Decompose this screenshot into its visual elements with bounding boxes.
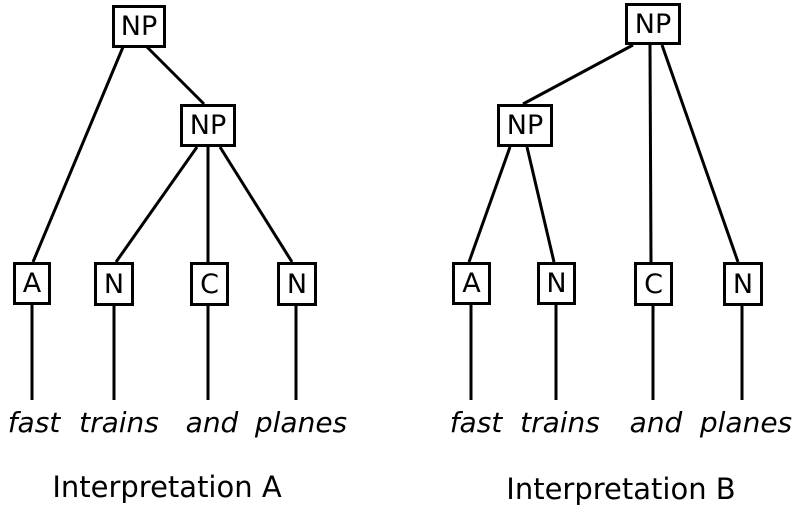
tree-a-leaf-n1-node: N [94,262,134,306]
tree-a-word-fast: fast [7,406,61,439]
tree-b-word-and: and [629,406,683,439]
tree-a-leaf-c-node: C [190,262,229,306]
tree-b-word-fast: fast [449,406,503,439]
edge-a-root-to-inner-np [145,45,206,106]
tree-a-caption: Interpretation A [52,470,282,504]
tree-b-leaf-a-node: A [452,262,491,305]
tree-b-leaf-c-node: C [634,262,673,306]
edge-a-root-to-a [31,46,125,263]
tree-b-leaf-n2-node: N [723,262,763,306]
edge-b-root-to-n2 [660,44,740,263]
tree-b-leaf-n1-node: N [537,262,576,305]
tree-a-word-planes: planes [254,406,348,439]
tree-a-leaf-a-node: A [13,262,51,305]
tree-a-word-trains: trains [79,406,159,439]
tree-b-word-planes: planes [699,406,793,439]
tree-a-inner-np-node: NP [180,104,236,147]
edge-a-inner-to-n1 [114,146,199,263]
tree-b-root-np-node: NP [625,3,681,45]
edge-b-inner-to-a [467,146,512,263]
tree-a-leaf-n2-node: N [277,262,317,306]
edge-b-root-to-inner-np [522,43,634,106]
tree-a-word-and: and [185,406,239,439]
edge-b-inner-to-n1 [525,146,556,263]
edge-a-inner-to-n2 [218,146,294,263]
tree-a-root-np-node: NP [112,5,166,48]
edge-b-root-to-c [648,44,653,263]
tree-b-inner-np-node: NP [497,104,553,147]
tree-b-caption: Interpretation B [506,472,736,506]
tree-b-word-trains: trains [520,406,600,439]
